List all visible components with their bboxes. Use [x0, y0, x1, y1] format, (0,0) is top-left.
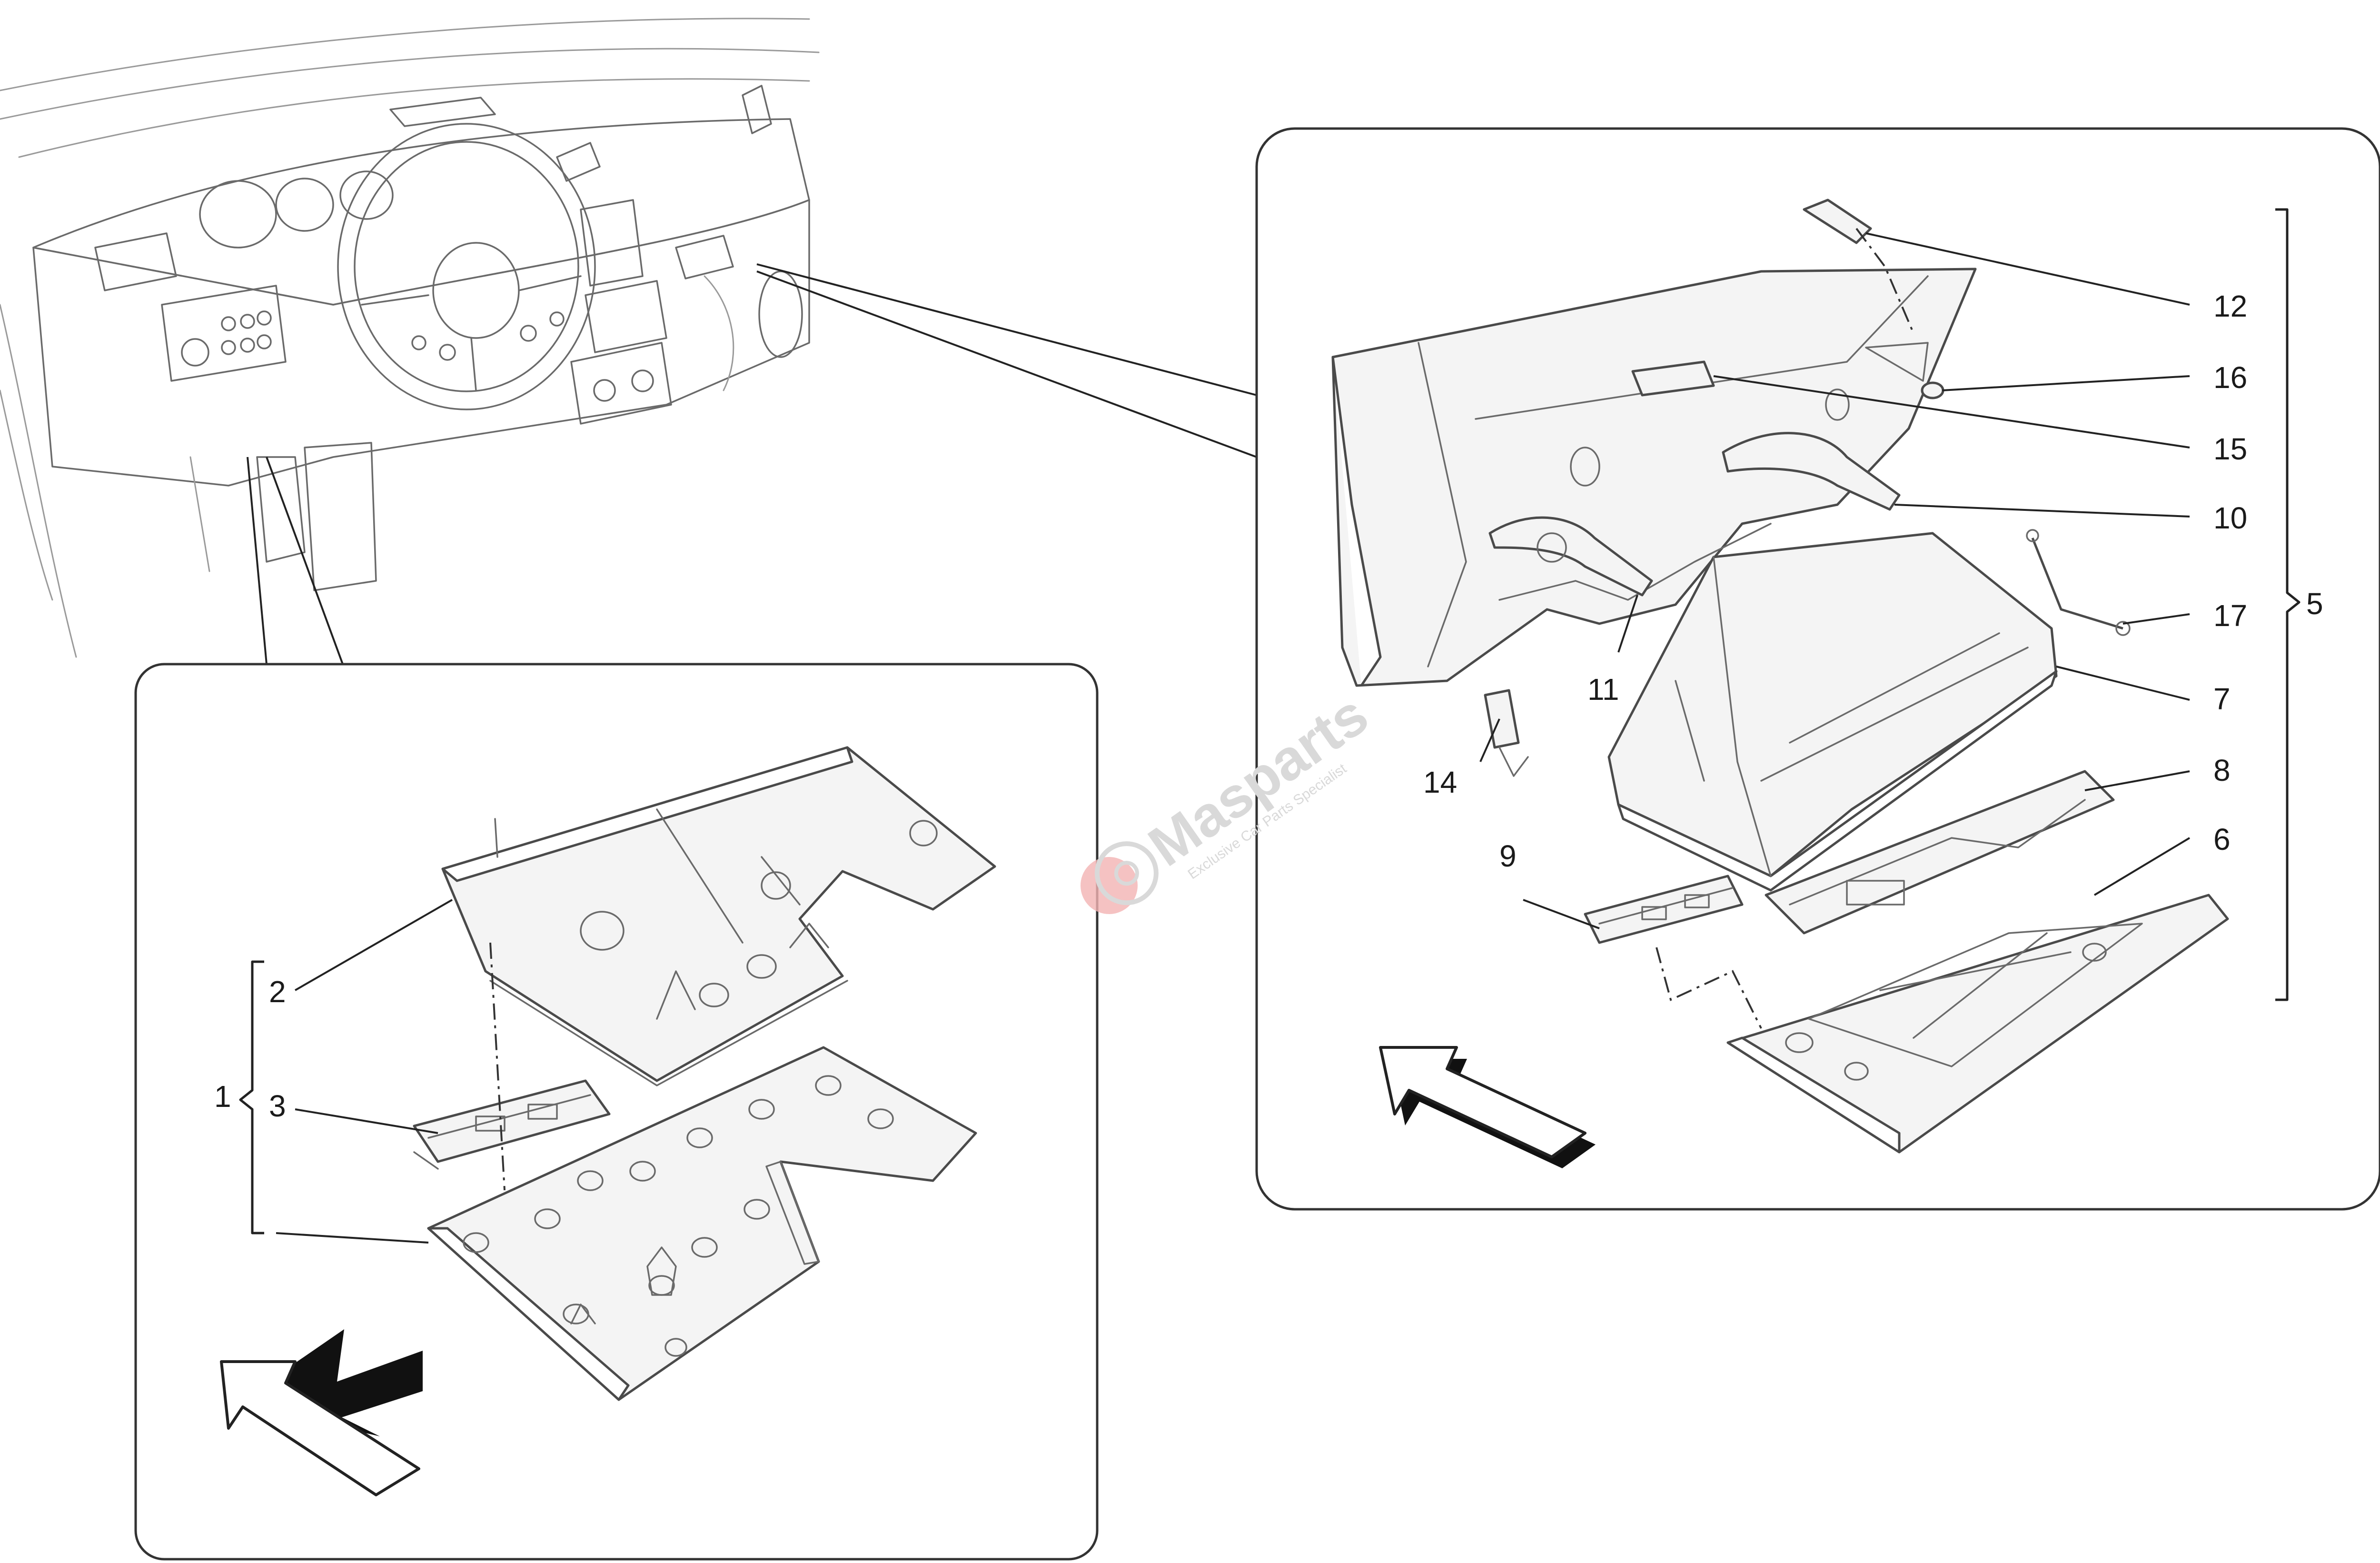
- callout-10: 10: [2213, 501, 2247, 535]
- callout-16: 16: [2213, 360, 2247, 395]
- callout-14: 14: [1423, 765, 1457, 799]
- connector-line: [756, 270, 1257, 458]
- callout-2: 2: [269, 975, 286, 1009]
- connector-line: [756, 263, 1257, 396]
- callout-9: 9: [1499, 839, 1517, 873]
- callout-3: 3: [269, 1089, 286, 1123]
- callout-7: 7: [2213, 682, 2231, 716]
- connector-line: [266, 457, 344, 665]
- callout-15: 15: [2213, 432, 2247, 466]
- callout-17: 17: [2213, 598, 2247, 633]
- dashboard-overview: [0, 18, 820, 658]
- right-panel-parts: [1331, 199, 2301, 1168]
- callout-8: 8: [2213, 753, 2231, 787]
- left-panel-parts: [220, 746, 996, 1496]
- callout-5: 5: [2306, 587, 2323, 621]
- callout-11: 11: [1587, 672, 1619, 707]
- callout-12: 12: [2213, 289, 2247, 323]
- left-detail-panel: [134, 663, 1099, 1561]
- connector-line: [247, 457, 268, 665]
- callout-6: 6: [2213, 822, 2231, 856]
- callout-1: 1: [214, 1079, 231, 1114]
